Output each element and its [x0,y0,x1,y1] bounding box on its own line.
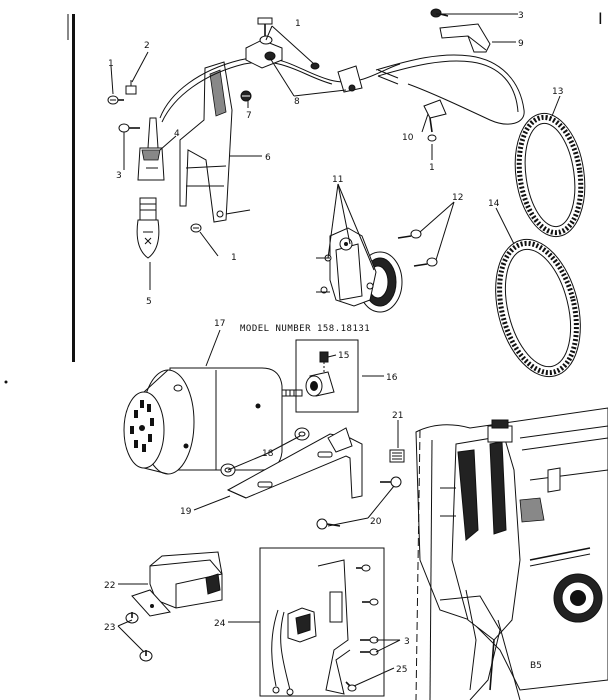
callout-labels: 1 1 1 1 2 3 3 3 4 5 6 7 8 9 10 11 12 13 … [104,11,563,675]
screw-2 [125,80,137,95]
bracket-9 [439,23,491,53]
callout-18: 18 [262,449,274,459]
callout-11: 11 [332,175,343,185]
callout-2: 2 [144,41,150,51]
light-bracket [179,61,251,223]
model-number: MODEL NUMBER 158.18131 [240,324,370,334]
screw-box-a [356,564,371,572]
sewing-machine-head [415,407,608,700]
callout-25: 25 [396,665,407,675]
callout-1: 1 [295,19,301,29]
callout-9: 9 [518,39,524,49]
motor [123,367,303,475]
callout-6: 6 [265,153,271,163]
callout-15: 15 [338,351,349,361]
switch-assembly [131,551,223,617]
leader-lines [110,13,561,687]
screw-7 [240,90,252,102]
callout-22: 22 [104,581,115,591]
callout-5: 5 [146,297,152,307]
screw-box-b [362,598,379,606]
screw-1c [257,17,273,36]
callout-13: 13 [552,87,563,97]
screw-23a [125,612,139,624]
binding-margin-bar [72,14,75,362]
callout-17: 17 [214,319,225,329]
stud-21 [389,449,405,463]
callout-1: 1 [429,163,435,173]
bulb-socket [137,117,165,181]
corner-mark: I [598,9,603,28]
screw-box-d [360,648,379,656]
screw-3a [118,123,140,133]
callout-10: 10 [402,133,414,143]
callout-3: 3 [404,637,410,647]
motor-bracket [226,427,363,499]
screw-23b [139,650,153,662]
callout-19: 19 [180,507,192,517]
callout-3: 3 [518,11,524,21]
motor-pulley-inset [295,339,359,413]
callout-16: 16 [386,373,398,383]
screw-12b [413,257,438,267]
callout-14: 14 [488,199,500,209]
callout-24: 24 [214,619,226,629]
callout-23: 23 [104,623,115,633]
screw-box-e [345,681,357,692]
screw-3b [430,8,449,18]
drive-belt-14 [495,238,581,378]
callout-8: 8 [294,97,300,107]
page-code: B5 [530,661,542,671]
callout-7: 7 [246,111,252,121]
callout-3: 3 [116,171,122,181]
callout-1: 1 [108,59,114,69]
wire-clip-10 [423,99,447,142]
callout-12: 12 [452,193,463,203]
callout-20: 20 [370,517,382,527]
wire-clip-8 [245,35,363,93]
callout-21: 21 [392,411,403,421]
washer-18a [294,427,310,441]
margin-dot [4,380,8,384]
screw-12a [397,229,422,239]
callout-1: 1 [231,253,237,263]
screw-1a [107,95,124,105]
pulley-assembly [316,227,403,313]
screw-1b [190,223,202,233]
callout-4: 4 [174,129,180,139]
screw-20a [380,476,402,488]
wiring-kit-inset [259,547,385,697]
motor-vent-holes [130,400,154,452]
light-assembly [107,8,525,259]
drive-belt-13 [514,112,586,238]
light-bulb [136,197,160,259]
screw-box-c [360,636,379,644]
